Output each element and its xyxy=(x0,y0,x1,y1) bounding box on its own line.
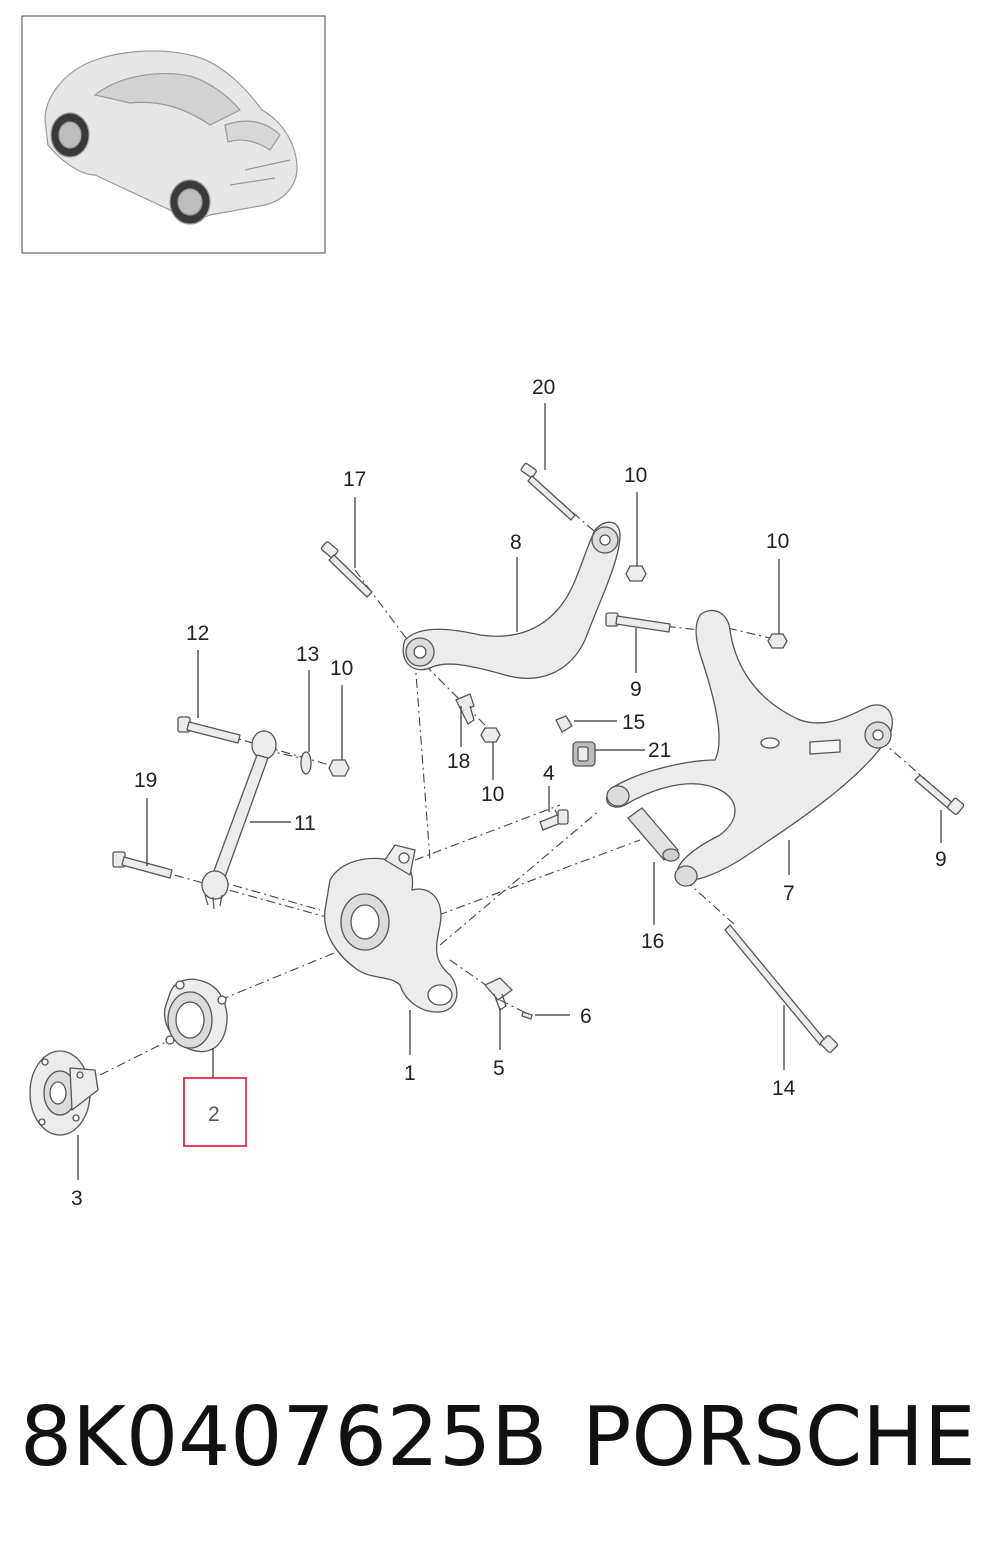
bolt-12 xyxy=(177,716,241,744)
callout-4[interactable]: 4 xyxy=(543,762,555,785)
toe-link-11 xyxy=(201,730,277,910)
callout-8[interactable]: 8 xyxy=(510,531,522,554)
bushing-15 xyxy=(555,715,573,733)
bushing-21 xyxy=(572,741,596,767)
bolt-4 xyxy=(539,809,569,831)
screw-6 xyxy=(521,1011,533,1020)
callout-15[interactable]: 15 xyxy=(622,711,645,734)
callout-2[interactable]: 2 xyxy=(208,1103,220,1126)
sleeve-16 xyxy=(627,807,680,862)
nut-10-right xyxy=(767,633,788,649)
nut-10-top xyxy=(625,565,647,582)
callout-17[interactable]: 17 xyxy=(343,468,366,491)
callout-19[interactable]: 19 xyxy=(134,769,157,792)
callout-5[interactable]: 5 xyxy=(493,1057,505,1080)
callout-10-mid[interactable]: 10 xyxy=(481,783,504,806)
callout-21[interactable]: 21 xyxy=(648,739,671,762)
wheel-hub-3 xyxy=(29,1050,99,1136)
callout-10-right[interactable]: 10 xyxy=(766,530,789,553)
nut-10-mid xyxy=(480,727,501,743)
parts xyxy=(29,462,965,1136)
callout-10-left[interactable]: 10 xyxy=(330,657,353,680)
callout-11[interactable]: 11 xyxy=(294,812,316,835)
bolt-20 xyxy=(520,462,576,521)
callout-7[interactable]: 7 xyxy=(783,882,795,905)
callout-14[interactable]: 14 xyxy=(772,1077,796,1100)
callout-1[interactable]: 1 xyxy=(404,1062,416,1085)
part-number: 8K0407625B xyxy=(20,1390,548,1485)
washer-13 xyxy=(300,751,312,775)
bolt-19 xyxy=(112,851,173,879)
highlight-box xyxy=(183,1077,247,1147)
upper-control-arm-8 xyxy=(402,521,621,679)
callout-13[interactable]: 13 xyxy=(296,643,319,666)
callout-9-right[interactable]: 9 xyxy=(935,848,947,871)
bolt-9-right xyxy=(914,774,965,816)
car-illustration xyxy=(44,50,298,225)
callout-3[interactable]: 3 xyxy=(71,1187,83,1210)
brand-name: PORSCHE xyxy=(582,1390,976,1485)
clip-5 xyxy=(484,977,513,1011)
bolt-14 xyxy=(724,924,839,1054)
callout-9-upper[interactable]: 9 xyxy=(630,678,642,701)
bolt-17 xyxy=(320,541,373,598)
callout-10-top[interactable]: 10 xyxy=(624,464,647,487)
callout-6[interactable]: 6 xyxy=(580,1005,592,1028)
nut-10-left xyxy=(328,759,350,777)
vehicle-thumbnail xyxy=(21,15,326,254)
callout-16[interactable]: 16 xyxy=(641,930,664,953)
bracket-18 xyxy=(455,693,475,725)
callout-12[interactable]: 12 xyxy=(186,622,209,645)
callout-20[interactable]: 20 xyxy=(532,376,555,399)
callout-labels: 20 10 17 8 10 12 13 10 9 15 21 18 4 19 1… xyxy=(71,376,947,1210)
lower-control-arm-7 xyxy=(606,609,893,887)
wheel-carrier-1 xyxy=(324,844,458,1013)
leader-lines xyxy=(77,403,942,1180)
bolt-9-upper xyxy=(605,612,671,633)
wheel-bearing-2 xyxy=(163,978,228,1053)
callout-18[interactable]: 18 xyxy=(447,750,470,773)
